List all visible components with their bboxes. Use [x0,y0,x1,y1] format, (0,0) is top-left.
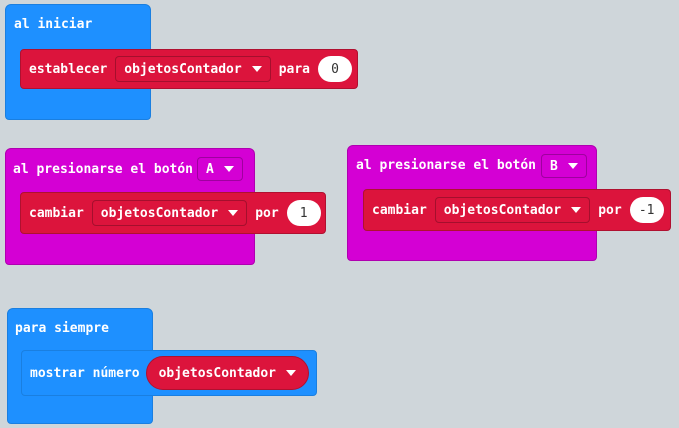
button-b-dropdown[interactable]: B [541,154,587,178]
set-variable-block[interactable]: establecer objetosContador para 0 [20,49,358,89]
by-label: por [255,205,279,221]
to-label: para [278,61,310,77]
show-number-label: mostrar número [30,365,140,381]
variable-reporter[interactable]: objetosContador [145,356,309,390]
change-label: cambiar [29,205,84,221]
dropdown-caret-icon [223,166,234,172]
variable-name: objetosContador [124,61,242,77]
variable-name: objetosContador [443,202,562,218]
dropdown-caret-icon [567,163,578,169]
value-input[interactable]: 0 [318,56,352,82]
by-label: por [598,202,622,218]
on-start-title: al iniciar [14,17,93,32]
set-label: establecer [29,61,108,77]
dropdown-caret-icon [285,370,296,376]
dropdown-caret-icon [228,210,239,216]
variable-dropdown[interactable]: objetosContador [434,197,591,223]
forever-title: para siempre [15,321,109,336]
button-a-name: A [206,161,214,177]
variable-name: objetosContador [100,205,219,221]
variable-dropdown[interactable]: objetosContador [91,200,248,226]
variable-name: objetosContador [158,365,276,381]
change-variable-block-b[interactable]: cambiar objetosContador por -1 [363,189,671,231]
show-number-block[interactable]: mostrar número objetosContador [21,350,317,396]
change-label: cambiar [372,202,427,218]
button-b-title: al presionarse el botón [356,158,537,173]
value-input[interactable]: -1 [629,197,664,223]
value-input[interactable]: 1 [286,200,321,226]
button-a-dropdown[interactable]: A [197,157,243,181]
variable-dropdown[interactable]: objetosContador [115,56,271,82]
dropdown-caret-icon [251,66,262,72]
button-b-name: B [550,158,558,174]
button-a-title: al presionarse el botón [13,162,194,177]
dropdown-caret-icon [571,207,582,213]
change-variable-block-a[interactable]: cambiar objetosContador por 1 [20,192,326,234]
